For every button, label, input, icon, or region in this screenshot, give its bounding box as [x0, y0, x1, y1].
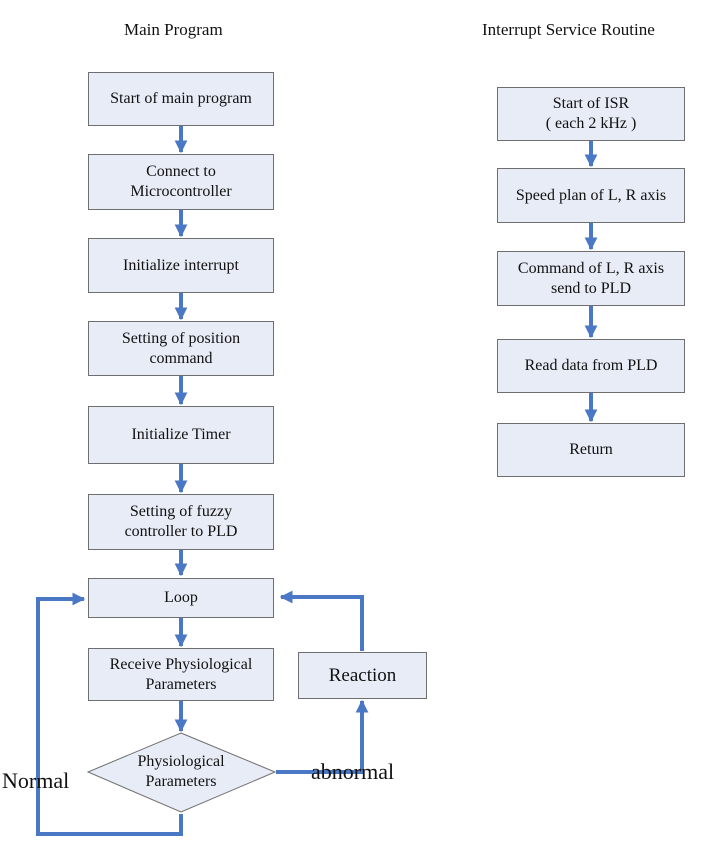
step-label: controller to PLD: [124, 523, 238, 540]
step-label: Receive Physiological: [109, 655, 253, 673]
step-label: ( each 2 kHz ): [545, 115, 637, 132]
isr-title: Interrupt Service Routine: [482, 20, 655, 39]
step-label: Microcontroller: [130, 183, 232, 200]
isr-step-command: Command of L, R axis send to PLD: [497, 251, 685, 306]
step-fuzzy-controller: Setting of fuzzy controller to PLD: [88, 494, 274, 550]
step-receive-parameters: Receive Physiological Parameters: [88, 648, 274, 701]
isr-step-speed-plan: Speed plan of L, R axis: [497, 168, 685, 223]
step-label: Parameters: [145, 675, 217, 693]
step-label: Setting of fuzzy: [129, 503, 233, 520]
step-label: Reaction: [328, 664, 397, 686]
step-start-main: Start of main program: [88, 72, 274, 126]
step-loop: Loop: [88, 578, 274, 618]
isr-step-start: Start of ISR ( each 2 kHz ): [497, 87, 685, 141]
step-label: Loop: [164, 589, 198, 606]
decision-line: Physiological: [137, 753, 225, 770]
step-initialize-interrupt: Initialize interrupt: [88, 238, 274, 293]
decision-label: Physiological Parameters: [111, 752, 251, 792]
step-label: Setting of position: [121, 329, 241, 347]
arrow-reaction-loop: [279, 590, 364, 651]
step-position-command: Setting of position command: [88, 321, 274, 376]
step-label: Initialize interrupt: [123, 256, 239, 274]
main-program-title: Main Program: [124, 20, 223, 39]
isr-step-return: Return: [497, 423, 685, 477]
isr-step-read-data: Read data from PLD: [497, 339, 685, 393]
step-label: send to PLD: [551, 279, 631, 297]
step-reaction: Reaction: [298, 652, 427, 699]
step-label: command: [149, 349, 213, 367]
step-label: Start of main program: [110, 90, 252, 107]
decision-line: Parameters: [145, 773, 217, 790]
decision-diamond: [86, 732, 277, 813]
step-label: Read data from PLD: [524, 357, 658, 374]
step-label: Return: [569, 441, 613, 458]
step-connect-microcontroller: Connect to Microcontroller: [88, 154, 274, 210]
step-initialize-timer: Initialize Timer: [88, 406, 274, 464]
step-label: Connect to: [146, 163, 216, 180]
arrow-abnormal: [276, 699, 369, 774]
branch-normal-label: Normal: [2, 768, 70, 793]
step-label: Speed plan of L, R axis: [515, 186, 667, 204]
step-label: Command of L, R axis: [517, 259, 665, 277]
step-label: Initialize Timer: [131, 426, 231, 443]
branch-abnormal-label: abnormal: [311, 759, 395, 784]
step-label: Start of ISR: [552, 95, 630, 112]
arrow-normal-loop: [36, 592, 183, 836]
